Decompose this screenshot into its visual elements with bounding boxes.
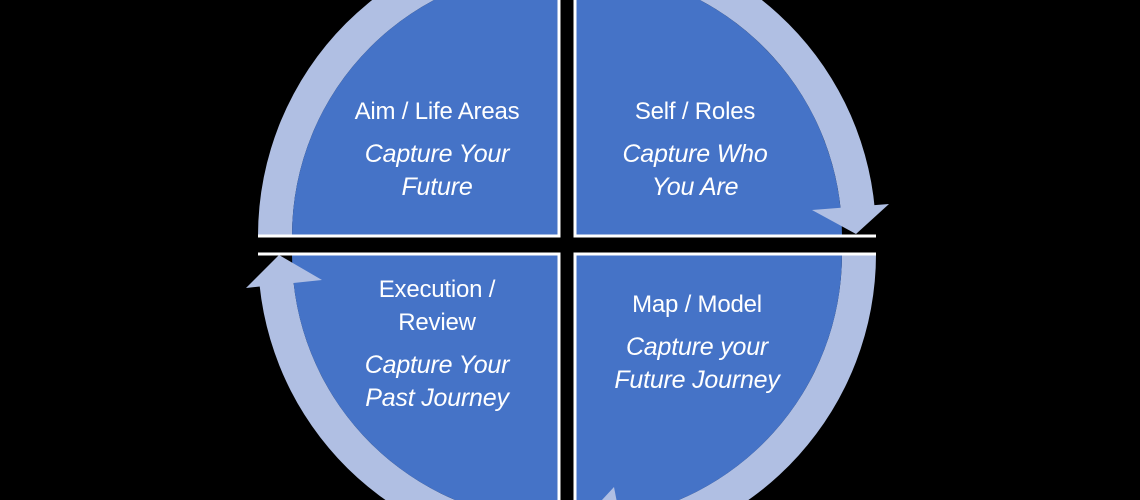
quadrant-heading: Execution / bbox=[378, 276, 496, 303]
quadrant-label-bottom-right: Map / Model Capture your Future Journey bbox=[567, 288, 827, 397]
divider-edge-top-right bbox=[573, 0, 876, 238]
quadrant-subtitle: Capture Who You Are bbox=[622, 140, 768, 201]
arrow-head-right-down bbox=[812, 204, 889, 234]
arrow-band-top-left bbox=[258, 0, 435, 236]
divider-edge-bottom-left bbox=[258, 252, 561, 500]
arrow-head-left-up bbox=[246, 255, 322, 288]
quadrant-shape-top-left bbox=[292, 0, 559, 236]
arrow-head-bottom-left bbox=[601, 487, 617, 500]
divider-lines-group bbox=[258, 0, 876, 500]
quadrant-subtitle: Capture your Future Journey bbox=[614, 333, 780, 394]
quadrant-subtitle: Capture Your Future bbox=[364, 140, 510, 201]
arrow-band-group bbox=[258, 0, 876, 500]
quadrant-label-top-left: Aim / Life Areas Capture Your Future bbox=[307, 95, 567, 204]
quadrant-heading: Self / Roles bbox=[634, 98, 756, 125]
quadrant-label-top-right: Self / Roles Capture Who You Are bbox=[565, 95, 825, 204]
quadrant-subtitle: Capture Your Past Journey bbox=[364, 351, 510, 412]
quadrant-shape-bottom-right bbox=[575, 254, 842, 500]
quadrant-heading: Map / Model bbox=[632, 291, 762, 318]
arrow-band-bottom-left bbox=[259, 281, 456, 500]
divider-edge-bottom-right bbox=[573, 252, 876, 500]
quadrant-heading: Review bbox=[398, 309, 476, 336]
quadrant-shape-top-right bbox=[575, 0, 842, 236]
quadrant-heading: Aim / Life Areas bbox=[354, 98, 520, 125]
quadrant-label-bottom-left: Execution / Review Capture Your Past Jou… bbox=[307, 273, 567, 415]
quadrant-shape-bottom-left bbox=[292, 254, 559, 500]
quadrant-shapes-group bbox=[292, 0, 842, 500]
arrow-band-top-right bbox=[699, 0, 875, 213]
arrowheads-group bbox=[246, 204, 889, 500]
arrow-band-bottom-right bbox=[678, 254, 876, 500]
divider-edge-top-left bbox=[258, 0, 561, 238]
